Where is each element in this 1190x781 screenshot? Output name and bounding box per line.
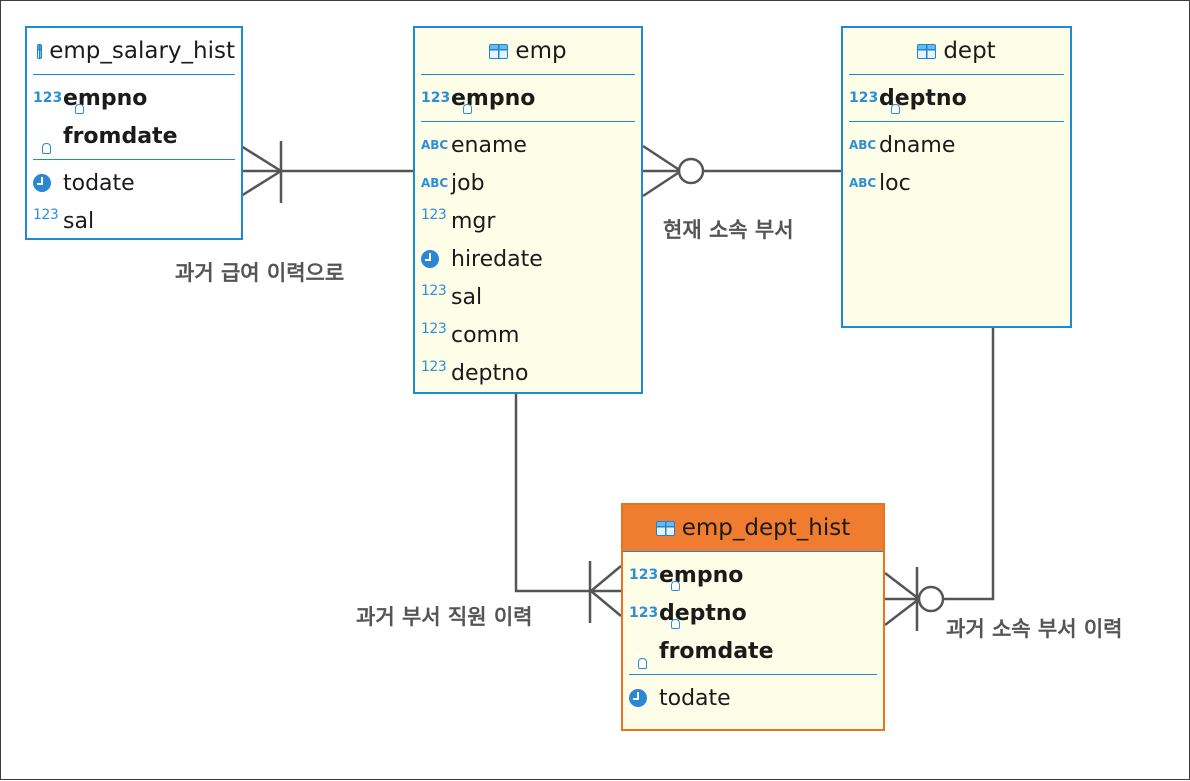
number-icon: 123 (421, 207, 447, 223)
number-key-icon: 123 (421, 90, 473, 114)
column-name: fromdate (63, 123, 178, 149)
key-columns: 123 empno fromdate (33, 75, 235, 160)
column-row[interactable]: 123 empno (623, 556, 877, 594)
key-columns: 123 deptno (849, 75, 1064, 122)
column-name: deptno (451, 360, 529, 386)
column-name: fromdate (659, 638, 774, 664)
table-icon (489, 43, 509, 59)
entity-title: emp_dept_hist (681, 515, 851, 541)
column-name: sal (451, 284, 483, 310)
crowfoot-salary-lower (240, 169, 282, 198)
key-columns: 123 empno (421, 75, 635, 122)
column-row[interactable]: 123 sal (27, 202, 241, 240)
column-row[interactable]: 123 comm (415, 316, 641, 354)
column-name: job (451, 170, 485, 196)
column-name: comm (451, 322, 520, 348)
entity-dept[interactable]: dept 123 deptno ABC dname ABC loc (841, 26, 1072, 328)
entity-title: emp_salary_hist (49, 38, 235, 64)
key-columns: 123 empno 123 deptno fromdate (629, 552, 877, 675)
entity-header[interactable]: emp_dept_hist (623, 505, 883, 552)
column-name: mgr (451, 208, 496, 234)
entity-header[interactable]: emp (421, 28, 635, 75)
column-name: dname (879, 132, 956, 158)
table-icon (655, 520, 675, 536)
crowfoot-salary-upper (240, 144, 282, 173)
rel-line-past-dept (885, 327, 995, 601)
entity-emp-salary-hist[interactable]: emp_salary_hist 123 empno fromdate todat… (25, 26, 243, 240)
relationship-label-current-dept: 현재 소속 부서 (663, 218, 794, 242)
number-key-icon: 123 (33, 90, 85, 114)
text-icon: ABC (849, 138, 877, 152)
column-name: todate (63, 170, 135, 196)
entity-emp[interactable]: emp 123 empno ABC ename ABC job 123 mgr (413, 26, 643, 394)
column-row[interactable]: 123 empno (27, 79, 235, 117)
column-row[interactable]: ABC dname (843, 126, 1070, 164)
column-row[interactable]: 123 deptno (843, 79, 1064, 117)
crowfoot-current-upper (642, 144, 682, 173)
column-row[interactable]: ABC ename (415, 126, 641, 164)
column-row[interactable]: 123 mgr (415, 202, 641, 240)
table-icon (917, 43, 937, 59)
number-key-icon: 123 (849, 90, 901, 114)
clock-icon (33, 174, 63, 192)
column-row[interactable]: 123 deptno (415, 354, 641, 392)
optional-circle-pastdept (917, 585, 945, 613)
column-row[interactable]: 123 sal (415, 278, 641, 316)
clock-icon (629, 689, 659, 707)
rel-line-dept-employee (514, 394, 621, 593)
column-row[interactable]: todate (623, 679, 883, 717)
number-key-icon: 123 (629, 567, 681, 591)
optional-circle-current (677, 157, 705, 185)
relationship-label-salary: 과거 급여 이력으로 (175, 261, 345, 285)
crowfoot-deptemp-upper (590, 565, 622, 592)
column-name: loc (879, 170, 911, 196)
entity-header[interactable]: emp_salary_hist (33, 28, 235, 75)
number-icon: 123 (421, 283, 447, 299)
text-icon: ABC (421, 176, 449, 190)
column-name: sal (63, 208, 95, 234)
column-row[interactable]: 123 empno (415, 79, 635, 117)
crowfoot-deptemp-lower (590, 590, 622, 617)
column-row[interactable]: todate (27, 164, 241, 202)
column-name: todate (659, 685, 731, 711)
column-row[interactable]: ABC loc (843, 164, 1070, 202)
entity-title: emp (515, 38, 567, 64)
crowfoot-current-lower (642, 169, 682, 198)
text-icon: ABC (849, 176, 877, 190)
table-icon (37, 43, 43, 59)
clock-icon (421, 250, 451, 268)
entity-emp-dept-hist[interactable]: emp_dept_hist 123 empno 123 deptno fromd… (621, 503, 885, 731)
attribute-columns: ABC dname ABC loc (843, 122, 1070, 206)
entity-title: dept (943, 38, 996, 64)
crowfoot-pastdept-lower (884, 598, 920, 626)
column-row[interactable]: 123 deptno (623, 594, 877, 632)
column-name: hiredate (451, 246, 543, 272)
attribute-columns: todate 123 sal (27, 160, 241, 244)
entity-header[interactable]: dept (849, 28, 1064, 75)
column-row[interactable]: fromdate (623, 632, 877, 670)
number-key-icon: 123 (629, 605, 681, 629)
column-row[interactable]: hiredate (415, 240, 641, 278)
attribute-columns: ABC ename ABC job 123 mgr hiredate 123 s… (415, 122, 641, 396)
attribute-columns: todate (623, 675, 883, 721)
text-icon: ABC (421, 138, 449, 152)
crowfoot-pastdept-upper (884, 572, 920, 600)
number-icon: 123 (33, 207, 59, 223)
number-icon: 123 (421, 359, 447, 375)
number-icon: 123 (421, 321, 447, 337)
column-name: ename (451, 132, 527, 158)
column-row[interactable]: fromdate (27, 117, 235, 155)
relationship-label-dept-employee: 과거 부서 직원 이력 (356, 605, 533, 629)
column-row[interactable]: ABC job (415, 164, 641, 202)
relationship-label-past-dept: 과거 소속 부서 이력 (946, 617, 1123, 641)
